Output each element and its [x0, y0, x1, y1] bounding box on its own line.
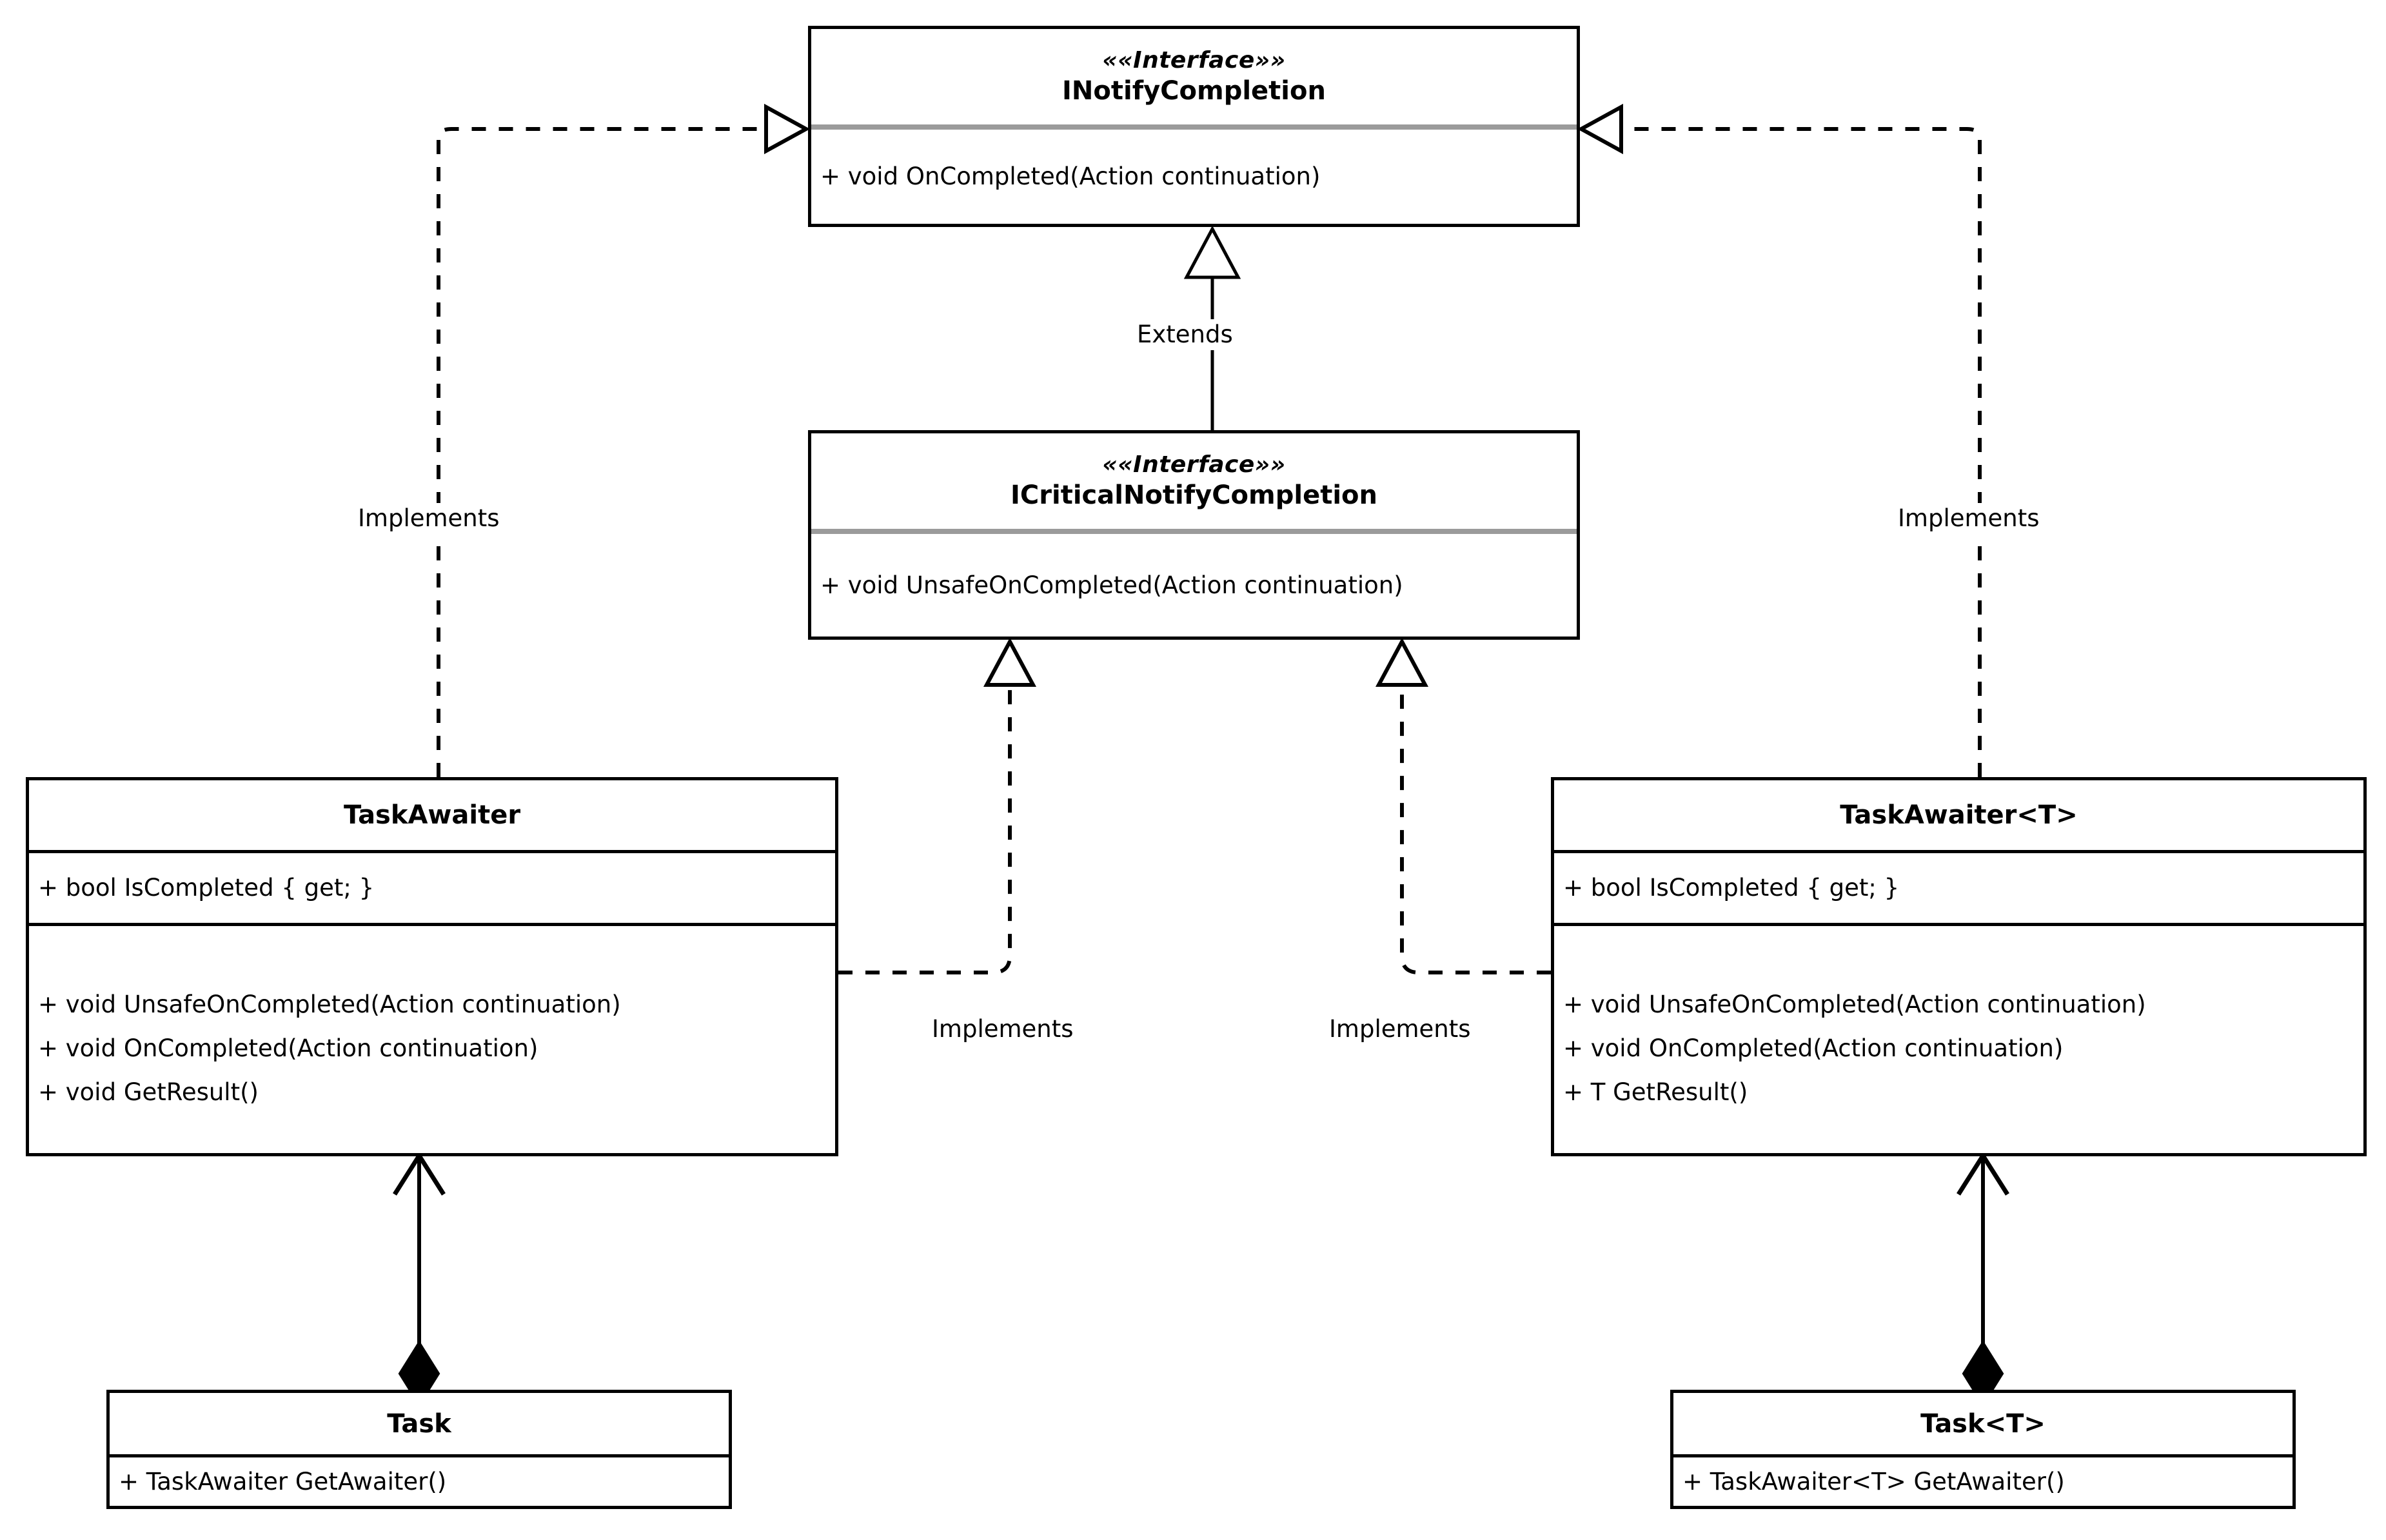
- edge-label-implements-right-top: Implements: [1893, 503, 2045, 534]
- class-member: + void OnCompleted(Action continuation): [38, 1034, 538, 1062]
- class-methods-task: + TaskAwaiter GetAwaiter(): [110, 1457, 729, 1506]
- class-header-inotifycompletion: ««Interface»» INotifyCompletion: [811, 29, 1577, 124]
- edge-label-implements-right-mid: Implements: [1324, 1014, 1476, 1045]
- compartment-separator: [811, 124, 1577, 130]
- edge-label-extends: Extends: [1132, 319, 1238, 350]
- edge-label-implements-left-top: Implements: [353, 503, 505, 534]
- connector-composition-left: [393, 1151, 446, 1407]
- class-name-label: TaskAwaiter<T>: [1840, 800, 2078, 830]
- class-box-taskawaiter[interactable]: TaskAwaiter + bool IsCompleted { get; } …: [26, 777, 838, 1156]
- class-member: + void OnCompleted(Action continuation): [1563, 1034, 2064, 1062]
- class-member: + void GetResult(): [38, 1078, 259, 1106]
- compartment-separator: [811, 529, 1577, 534]
- class-box-task[interactable]: Task + TaskAwaiter GetAwaiter(): [106, 1390, 732, 1509]
- class-box-task-generic[interactable]: Task<T> + TaskAwaiter<T> GetAwaiter(): [1670, 1390, 2296, 1509]
- class-member: + T GetResult(): [1563, 1078, 1748, 1106]
- class-members-inotifycompletion: + void OnCompleted(Action continuation): [811, 130, 1577, 224]
- compartment-separator: [29, 923, 835, 926]
- stereotype-label: ««Interface»»: [1102, 451, 1286, 478]
- class-box-icriticalnotifycompletion[interactable]: ««Interface»» ICriticalNotifyCompletion …: [808, 430, 1580, 640]
- compartment-separator: [1554, 923, 2363, 926]
- class-member: + TaskAwaiter GetAwaiter(): [119, 1467, 447, 1496]
- class-box-taskawaiter-generic[interactable]: TaskAwaiter<T> + bool IsCompleted { get;…: [1551, 777, 2367, 1156]
- class-member: + bool IsCompleted { get; }: [1563, 874, 1900, 902]
- class-methods-task-generic: + TaskAwaiter<T> GetAwaiter(): [1673, 1457, 2292, 1506]
- class-name-label: Task: [387, 1408, 451, 1439]
- class-header-taskawaiter: TaskAwaiter: [29, 780, 835, 850]
- compartment-separator: [29, 850, 835, 853]
- connector-implements-right-top: [1577, 103, 1982, 777]
- connector-implements-right-mid: [1375, 637, 1551, 974]
- stereotype-label: ««Interface»»: [1102, 47, 1286, 74]
- class-box-inotifycompletion[interactable]: ««Interface»» INotifyCompletion + void O…: [808, 26, 1580, 227]
- class-name-label: Task<T>: [1920, 1408, 2046, 1439]
- class-member: + bool IsCompleted { get; }: [38, 874, 375, 902]
- class-header-task-generic: Task<T>: [1673, 1393, 2292, 1454]
- connector-extends: [1183, 225, 1241, 430]
- connector-composition-right: [1957, 1151, 2009, 1407]
- class-properties-taskawaiter: + bool IsCompleted { get; }: [29, 853, 835, 923]
- class-members-icriticalnotifycompletion: + void UnsafeOnCompleted(Action continua…: [811, 534, 1577, 637]
- compartment-separator: [1554, 850, 2363, 853]
- class-member: + void UnsafeOnCompleted(Action continua…: [1563, 990, 2146, 1018]
- compartment-separator: [110, 1454, 729, 1457]
- class-name-label: TaskAwaiter: [343, 800, 521, 830]
- edge-label-implements-left-mid: Implements: [927, 1014, 1079, 1045]
- class-methods-taskawaiter: + void UnsafeOnCompleted(Action continua…: [29, 926, 835, 1156]
- connector-implements-left-mid: [838, 637, 1037, 974]
- class-member: + TaskAwaiter<T> GetAwaiter(): [1682, 1467, 2065, 1496]
- class-name-label: ICriticalNotifyCompletion: [1011, 480, 1377, 510]
- compartment-separator: [1673, 1454, 2292, 1457]
- connector-implements-left-top: [437, 103, 811, 777]
- class-properties-taskawaiter-generic: + bool IsCompleted { get; }: [1554, 853, 2363, 923]
- class-member: + void OnCompleted(Action continuation): [820, 163, 1321, 190]
- class-methods-taskawaiter-generic: + void UnsafeOnCompleted(Action continua…: [1554, 926, 2363, 1156]
- class-header-taskawaiter-generic: TaskAwaiter<T>: [1554, 780, 2363, 850]
- class-member: + void UnsafeOnCompleted(Action continua…: [820, 571, 1403, 599]
- class-header-icriticalnotifycompletion: ««Interface»» ICriticalNotifyCompletion: [811, 433, 1577, 529]
- class-header-task: Task: [110, 1393, 729, 1454]
- class-member: + void UnsafeOnCompleted(Action continua…: [38, 990, 621, 1018]
- class-name-label: INotifyCompletion: [1062, 76, 1326, 106]
